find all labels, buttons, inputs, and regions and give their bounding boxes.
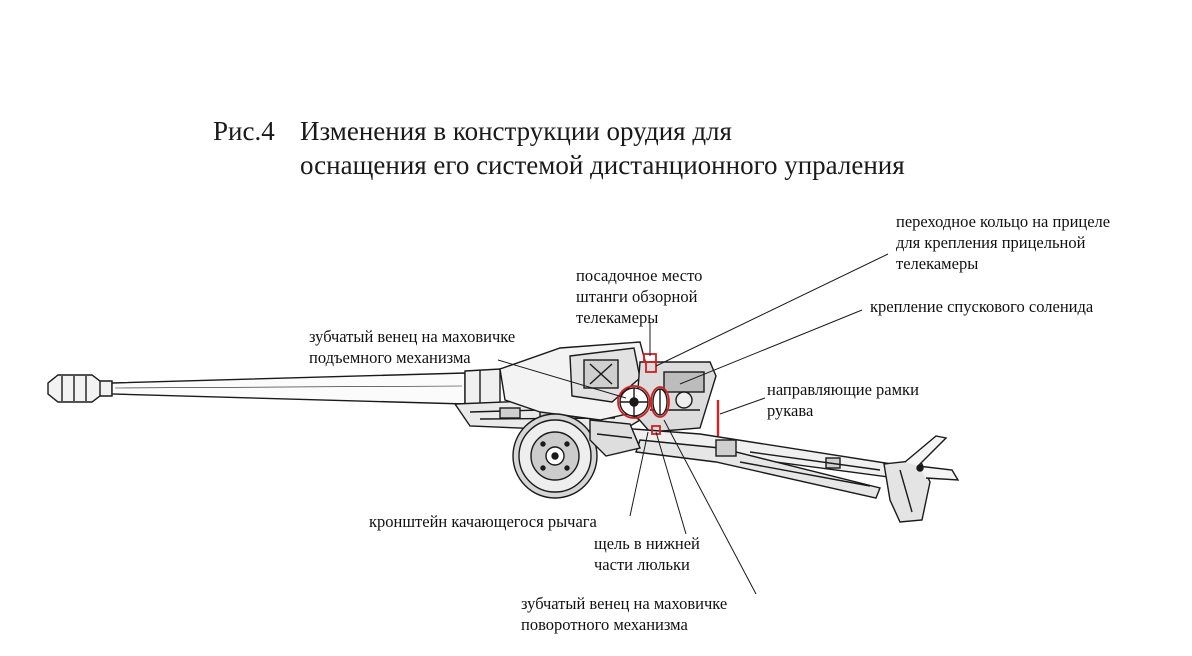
leader-solenoid (679, 309, 863, 385)
figure-title-line-2: оснащения его системой дистанционного уп… (300, 150, 905, 180)
wheel (512, 413, 598, 499)
callout-line: крепление спускового соленида (870, 297, 1094, 316)
callout-line: для крепления прицельной (896, 233, 1086, 252)
cradle-slot-mark (651, 425, 661, 435)
leader-sight-ring (655, 253, 889, 367)
trails (619, 427, 931, 499)
callout-lever-bracket: кронштейн качающегося рычага (369, 511, 597, 532)
leader-lines (497, 253, 889, 595)
leader-traverse-gear (663, 419, 757, 595)
figure-title-line-1: Изменения в конструкции орудия для (300, 116, 732, 146)
callout-line: зубчатый венец на маховичке (309, 327, 516, 346)
callout-line: телекамеры (896, 254, 979, 273)
leader-hose-frames (719, 397, 766, 415)
leader-lever-bracket (629, 431, 649, 517)
callout-line: штанги обзорной (576, 287, 698, 306)
callout-line: щель в нижней (594, 534, 700, 553)
callout-line: посадочное место (576, 266, 703, 285)
callout-line: направляющие рамки (767, 380, 919, 399)
gun-shield (499, 341, 649, 421)
callout-line: телекамеры (576, 308, 659, 327)
traverse-handwheel (652, 388, 668, 416)
callout-line: переходное кольцо на прицеле (896, 212, 1111, 231)
callout-line: зубчатый венец на маховичке (521, 594, 728, 613)
leader-cradle-slot (655, 431, 687, 535)
barrel (111, 368, 501, 409)
leader-elevation-gear (497, 359, 627, 399)
elevation-gear-mark (617, 385, 651, 419)
muzzle-brake (47, 374, 113, 403)
callout-line: кронштейн качающегося рычага (369, 512, 597, 531)
callout-line: рукава (767, 401, 814, 420)
callout-line: подъемного механизма (309, 348, 471, 367)
callout-camera-mount: посадочное место штанги обзорной телекам… (576, 265, 702, 328)
callout-line: части люльки (594, 555, 690, 574)
callout-elevation-gear: зубчатый венец на маховичке подъемного м… (309, 326, 515, 368)
modification-marks (617, 353, 720, 436)
figure-number: Рис.4 (213, 116, 275, 146)
traverse-gear-mark (650, 386, 670, 418)
callout-line: поворотного механизма (521, 615, 688, 634)
callout-hose-frames: направляющие рамки рукава (767, 379, 919, 421)
gun-outline (47, 341, 960, 523)
elevation-handwheel (619, 387, 649, 417)
callout-traverse-gear: зубчатый венец на маховичке поворотного … (521, 593, 727, 635)
axle-bracket (589, 419, 641, 457)
callout-sight-ring: переходное кольцо на прицеле для креплен… (896, 211, 1110, 274)
callout-cradle-slot: щель в нижней части люльки (594, 533, 700, 575)
callout-solenoid: крепление спускового соленида (870, 296, 1093, 317)
trail-spade (883, 435, 960, 523)
